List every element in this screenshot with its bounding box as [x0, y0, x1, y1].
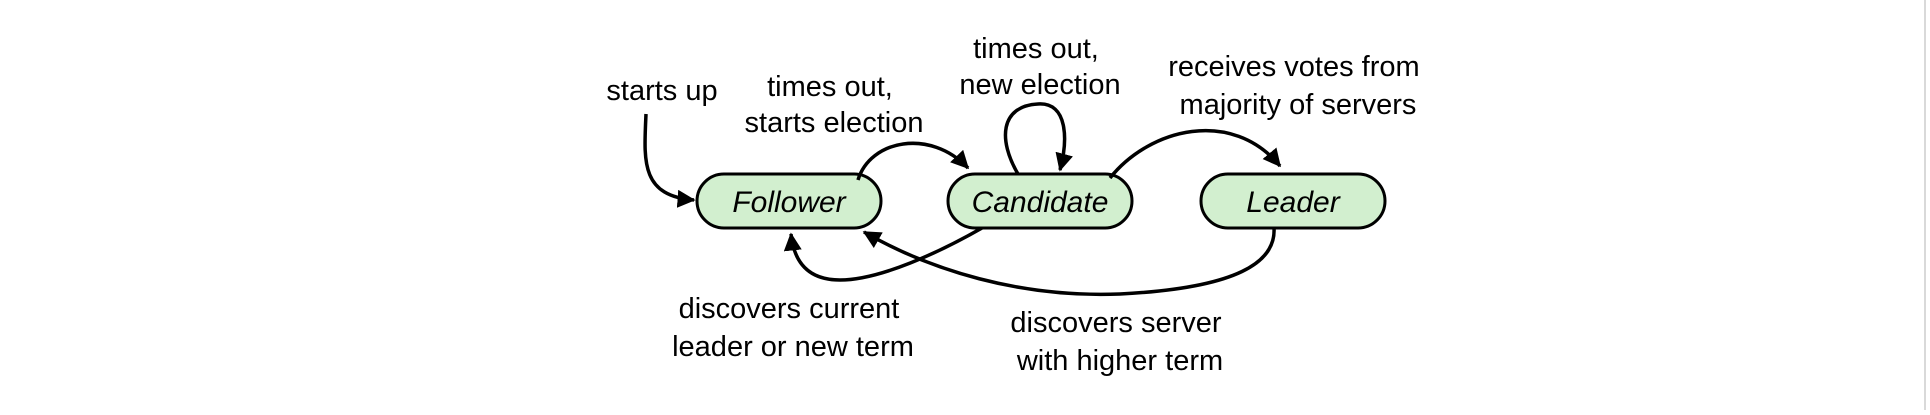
label-discovers-current-leader: discovers current leader or new term: [672, 293, 914, 363]
state-candidate-label: Candidate: [972, 186, 1109, 219]
edge-candidate-to-follower: [783, 226, 983, 282]
label-receives-votes-line2: majority of servers: [1180, 89, 1417, 121]
state-leader-shape: [1199, 172, 1387, 230]
state-leader-label: Leader: [1246, 186, 1340, 219]
state-candidate-shape: [946, 172, 1134, 230]
label-times-out-starts-election: times out, starts election: [745, 71, 924, 139]
label-times-out-new-election-line2: new election: [959, 69, 1120, 101]
state-follower: Follower: [695, 172, 883, 230]
label-receives-votes: receives votes from majority of servers: [1168, 51, 1427, 121]
label-discovers-current-leader-line2: leader or new term: [672, 331, 914, 363]
label-times-out-new-election: times out, new election: [959, 33, 1120, 101]
state-leader: Leader: [1199, 172, 1387, 230]
label-receives-votes-line1: receives votes from: [1168, 51, 1419, 83]
edge-follower-to-candidate: [856, 141, 970, 181]
state-candidate: Candidate: [946, 172, 1134, 230]
label-starts-up-line1: starts up: [606, 75, 717, 107]
edge-candidate-self-loop: [1003, 102, 1073, 175]
label-discovers-current-leader-line1: discovers current: [679, 293, 900, 325]
edge-leader-to-follower: [862, 227, 1276, 297]
edge-starts-up: [643, 113, 696, 208]
label-discovers-higher-term-line1: discovers server: [1010, 307, 1221, 339]
edge-candidate-to-leader: [1108, 129, 1282, 180]
label-times-out-starts-election-line2: starts election: [745, 107, 924, 139]
label-discovers-higher-term-line2: with higher term: [1016, 345, 1223, 377]
state-follower-shape: [695, 172, 883, 230]
state-follower-label: Follower: [732, 186, 846, 219]
label-times-out-new-election-line1: times out,: [973, 33, 1099, 65]
label-starts-up: starts up: [606, 75, 717, 107]
label-discovers-higher-term: discovers server with higher term: [1010, 307, 1229, 377]
label-times-out-starts-election-line1: times out,: [767, 71, 893, 103]
right-edge-divider: [1924, 0, 1926, 410]
